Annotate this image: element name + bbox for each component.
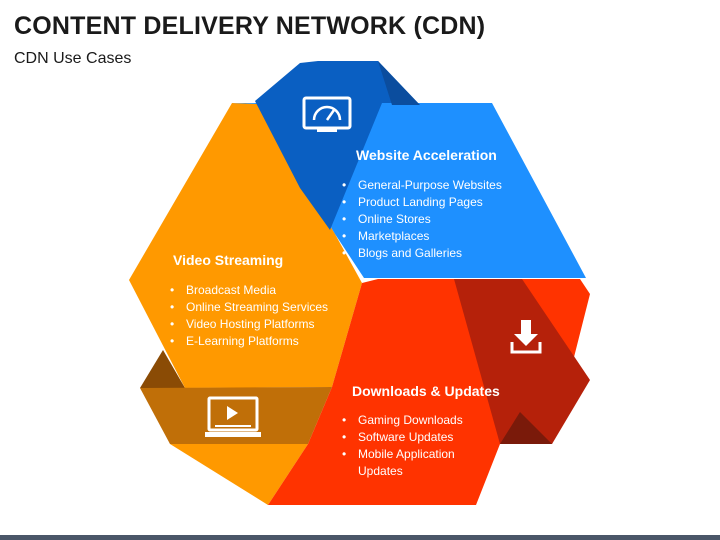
video-streaming-list: • Broadcast Media • Online Streaming Servi… (170, 283, 328, 348)
list-item: General-Purpose Websites (358, 178, 502, 192)
list-item: Gaming Downloads (358, 413, 463, 427)
list-item: Product Landing Pages (358, 195, 483, 209)
svg-text:•: • (170, 334, 174, 348)
dl-dark-band (454, 279, 590, 444)
svg-text:•: • (342, 430, 346, 444)
video-dark-fold (140, 350, 185, 388)
list-item: Broadcast Media (186, 283, 276, 297)
website-acceleration-list: • General-Purpose Websites • Product Landi… (342, 178, 502, 260)
video-streaming-title: Video Streaming (173, 252, 283, 268)
svg-text:•: • (342, 246, 346, 260)
video-lower-tip (170, 444, 308, 505)
list-item: Updates (358, 464, 403, 478)
speedometer-monitor-icon (302, 96, 352, 132)
list-item: Online Stores (358, 212, 431, 226)
dl-shade-tip (500, 412, 552, 444)
web-shade-tip (378, 61, 420, 105)
svg-text:•: • (342, 178, 346, 192)
list-item: E-Learning Platforms (186, 334, 299, 348)
page-subtitle: CDN Use Cases (14, 50, 132, 67)
svg-text:•: • (342, 413, 346, 427)
video-main-shape (129, 103, 362, 388)
video-band (140, 387, 332, 444)
web-dark-band (255, 61, 416, 230)
downloads-updates-segment (268, 279, 590, 505)
svg-text:•: • (342, 229, 346, 243)
list-item: Mobile Application (358, 447, 455, 461)
downloads-updates-list: • Gaming Downloads • Software Updates • Mob… (342, 413, 463, 478)
download-icon (510, 320, 542, 354)
video-streaming-segment (129, 103, 362, 505)
svg-text:•: • (170, 283, 174, 297)
list-item: Online Streaming Services (186, 300, 328, 314)
website-acceleration-segment (232, 61, 586, 278)
footer-bar (0, 535, 720, 540)
svg-text:•: • (342, 195, 346, 209)
svg-text:•: • (342, 212, 346, 226)
page-title: CONTENT DELIVERY NETWORK (CDN) (14, 12, 486, 40)
list-item: Blogs and Galleries (358, 246, 462, 260)
svg-text:•: • (342, 447, 346, 461)
svg-text:•: • (170, 300, 174, 314)
list-item: Video Hosting Platforms (186, 317, 315, 331)
downloads-updates-title: Downloads & Updates (352, 383, 500, 399)
video-player-laptop-icon (205, 396, 261, 437)
list-item: Software Updates (358, 430, 453, 444)
list-item: Marketplaces (358, 229, 429, 243)
website-acceleration-title: Website Acceleration (356, 147, 497, 163)
svg-text:•: • (170, 317, 174, 331)
